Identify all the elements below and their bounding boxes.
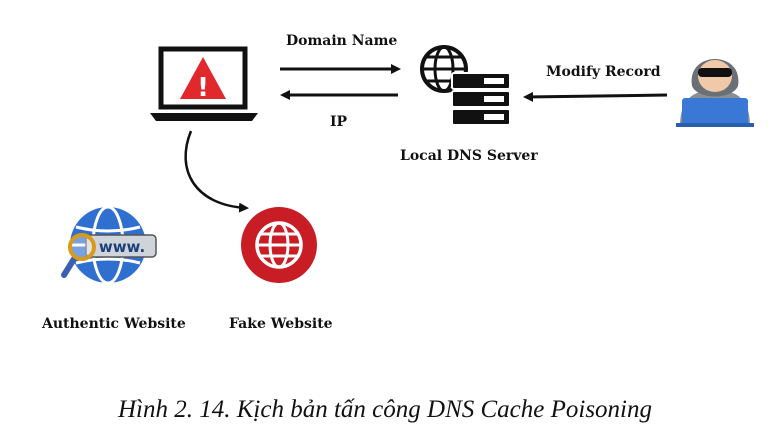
warning-glyph: ! bbox=[197, 73, 209, 103]
hacker-icon bbox=[676, 59, 754, 127]
www-globe-magnifier-icon: www. bbox=[61, 205, 157, 285]
dns-server-icon bbox=[420, 45, 511, 126]
domain-name-label: Domain Name bbox=[286, 33, 398, 49]
figure-caption: Hình 2. 14. Kịch bản tấn công DNS Cache … bbox=[118, 396, 652, 423]
www-text: www. bbox=[99, 238, 145, 256]
red-globe-icon bbox=[241, 207, 317, 283]
ip-label: IP bbox=[330, 114, 348, 130]
modify-record-arrow bbox=[523, 91, 668, 102]
modify-record-label: Modify Record bbox=[546, 64, 661, 80]
local-dns-server-label: Local DNS Server bbox=[400, 148, 538, 164]
fake-website-label: Fake Website bbox=[229, 316, 333, 332]
authentic-website-label: Authentic Website bbox=[42, 316, 186, 332]
laptop-warning-icon: ! bbox=[150, 46, 258, 121]
redirect-arrow bbox=[184, 130, 249, 213]
